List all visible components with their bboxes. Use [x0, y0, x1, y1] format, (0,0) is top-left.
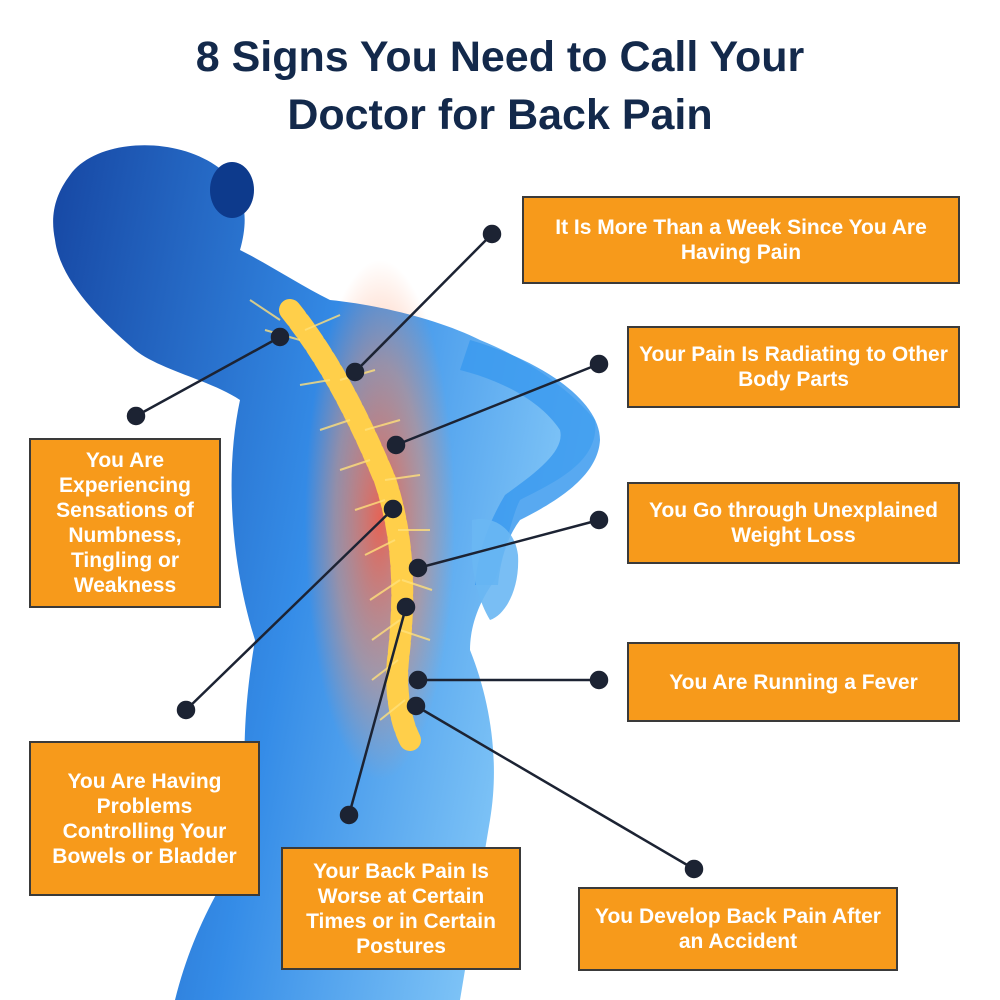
sign-box-accident: You Develop Back Pain After an Accident [578, 887, 898, 971]
connector-dot-5b [684, 859, 704, 879]
connector-dot-1a [345, 362, 365, 382]
connector-dot-3a [408, 558, 428, 578]
connectors [126, 224, 704, 879]
connector-dot-2a [386, 435, 406, 455]
connector-dot-6a [396, 597, 416, 617]
connector-dot-4b [589, 670, 609, 690]
spinal-column [279, 299, 421, 751]
connector-dot-3b [589, 510, 609, 530]
sign-box-numbness: You Are Experiencing Sensations of Numbn… [29, 438, 221, 608]
connector-5 [415, 704, 695, 871]
title-line-2: Doctor for Back Pain [287, 91, 713, 139]
connector-1 [354, 233, 493, 373]
page-title: 8 Signs You Need to Call Your Doctor for… [0, 28, 1000, 144]
sign-text: You Go through Unexplained Weight Loss [649, 499, 938, 547]
sign-box-postures: Your Back Pain Is Worse at Certain Times… [281, 847, 521, 970]
connector-dot-7a [383, 499, 403, 519]
connector-6 [347, 606, 408, 816]
sign-box-radiating: Your Pain Is Radiating to Other Body Par… [627, 326, 960, 408]
connector-dot-6b [339, 805, 359, 825]
sign-text: You Are Having Problems Controlling Your… [52, 769, 237, 868]
connector-8 [135, 335, 281, 418]
sign-box-week: It Is More Than a Week Since You Are Hav… [522, 196, 960, 284]
sign-box-weight-loss: You Go through Unexplained Weight Loss [627, 482, 960, 564]
connector-2 [395, 362, 600, 447]
sign-text: You Are Running a Fever [669, 670, 918, 694]
connector-dot-8b [126, 406, 146, 426]
connector-dot-4a [408, 670, 428, 690]
sign-box-fever: You Are Running a Fever [627, 642, 960, 722]
connector-dot-2b [589, 354, 609, 374]
connector-7 [185, 508, 394, 711]
sign-text: Your Back Pain Is Worse at Certain Times… [306, 859, 496, 958]
sign-text: You Are Experiencing Sensations of Numbn… [56, 449, 194, 597]
sign-text: Your Pain Is Radiating to Other Body Par… [639, 343, 948, 391]
sign-text: You Develop Back Pain After an Accident [595, 905, 881, 953]
connector-dot-7b [176, 700, 196, 720]
connector-dot-1b [482, 224, 502, 244]
hair-bun [210, 162, 254, 218]
connector-dot-5a [406, 696, 426, 716]
connector-3 [417, 518, 600, 570]
sign-box-bowels: You Are Having Problems Controlling Your… [29, 741, 260, 896]
title-line-1: 8 Signs You Need to Call Your [195, 33, 805, 81]
connector-dot-8a [270, 327, 290, 347]
sign-text: It Is More Than a Week Since You Are Hav… [555, 216, 927, 264]
